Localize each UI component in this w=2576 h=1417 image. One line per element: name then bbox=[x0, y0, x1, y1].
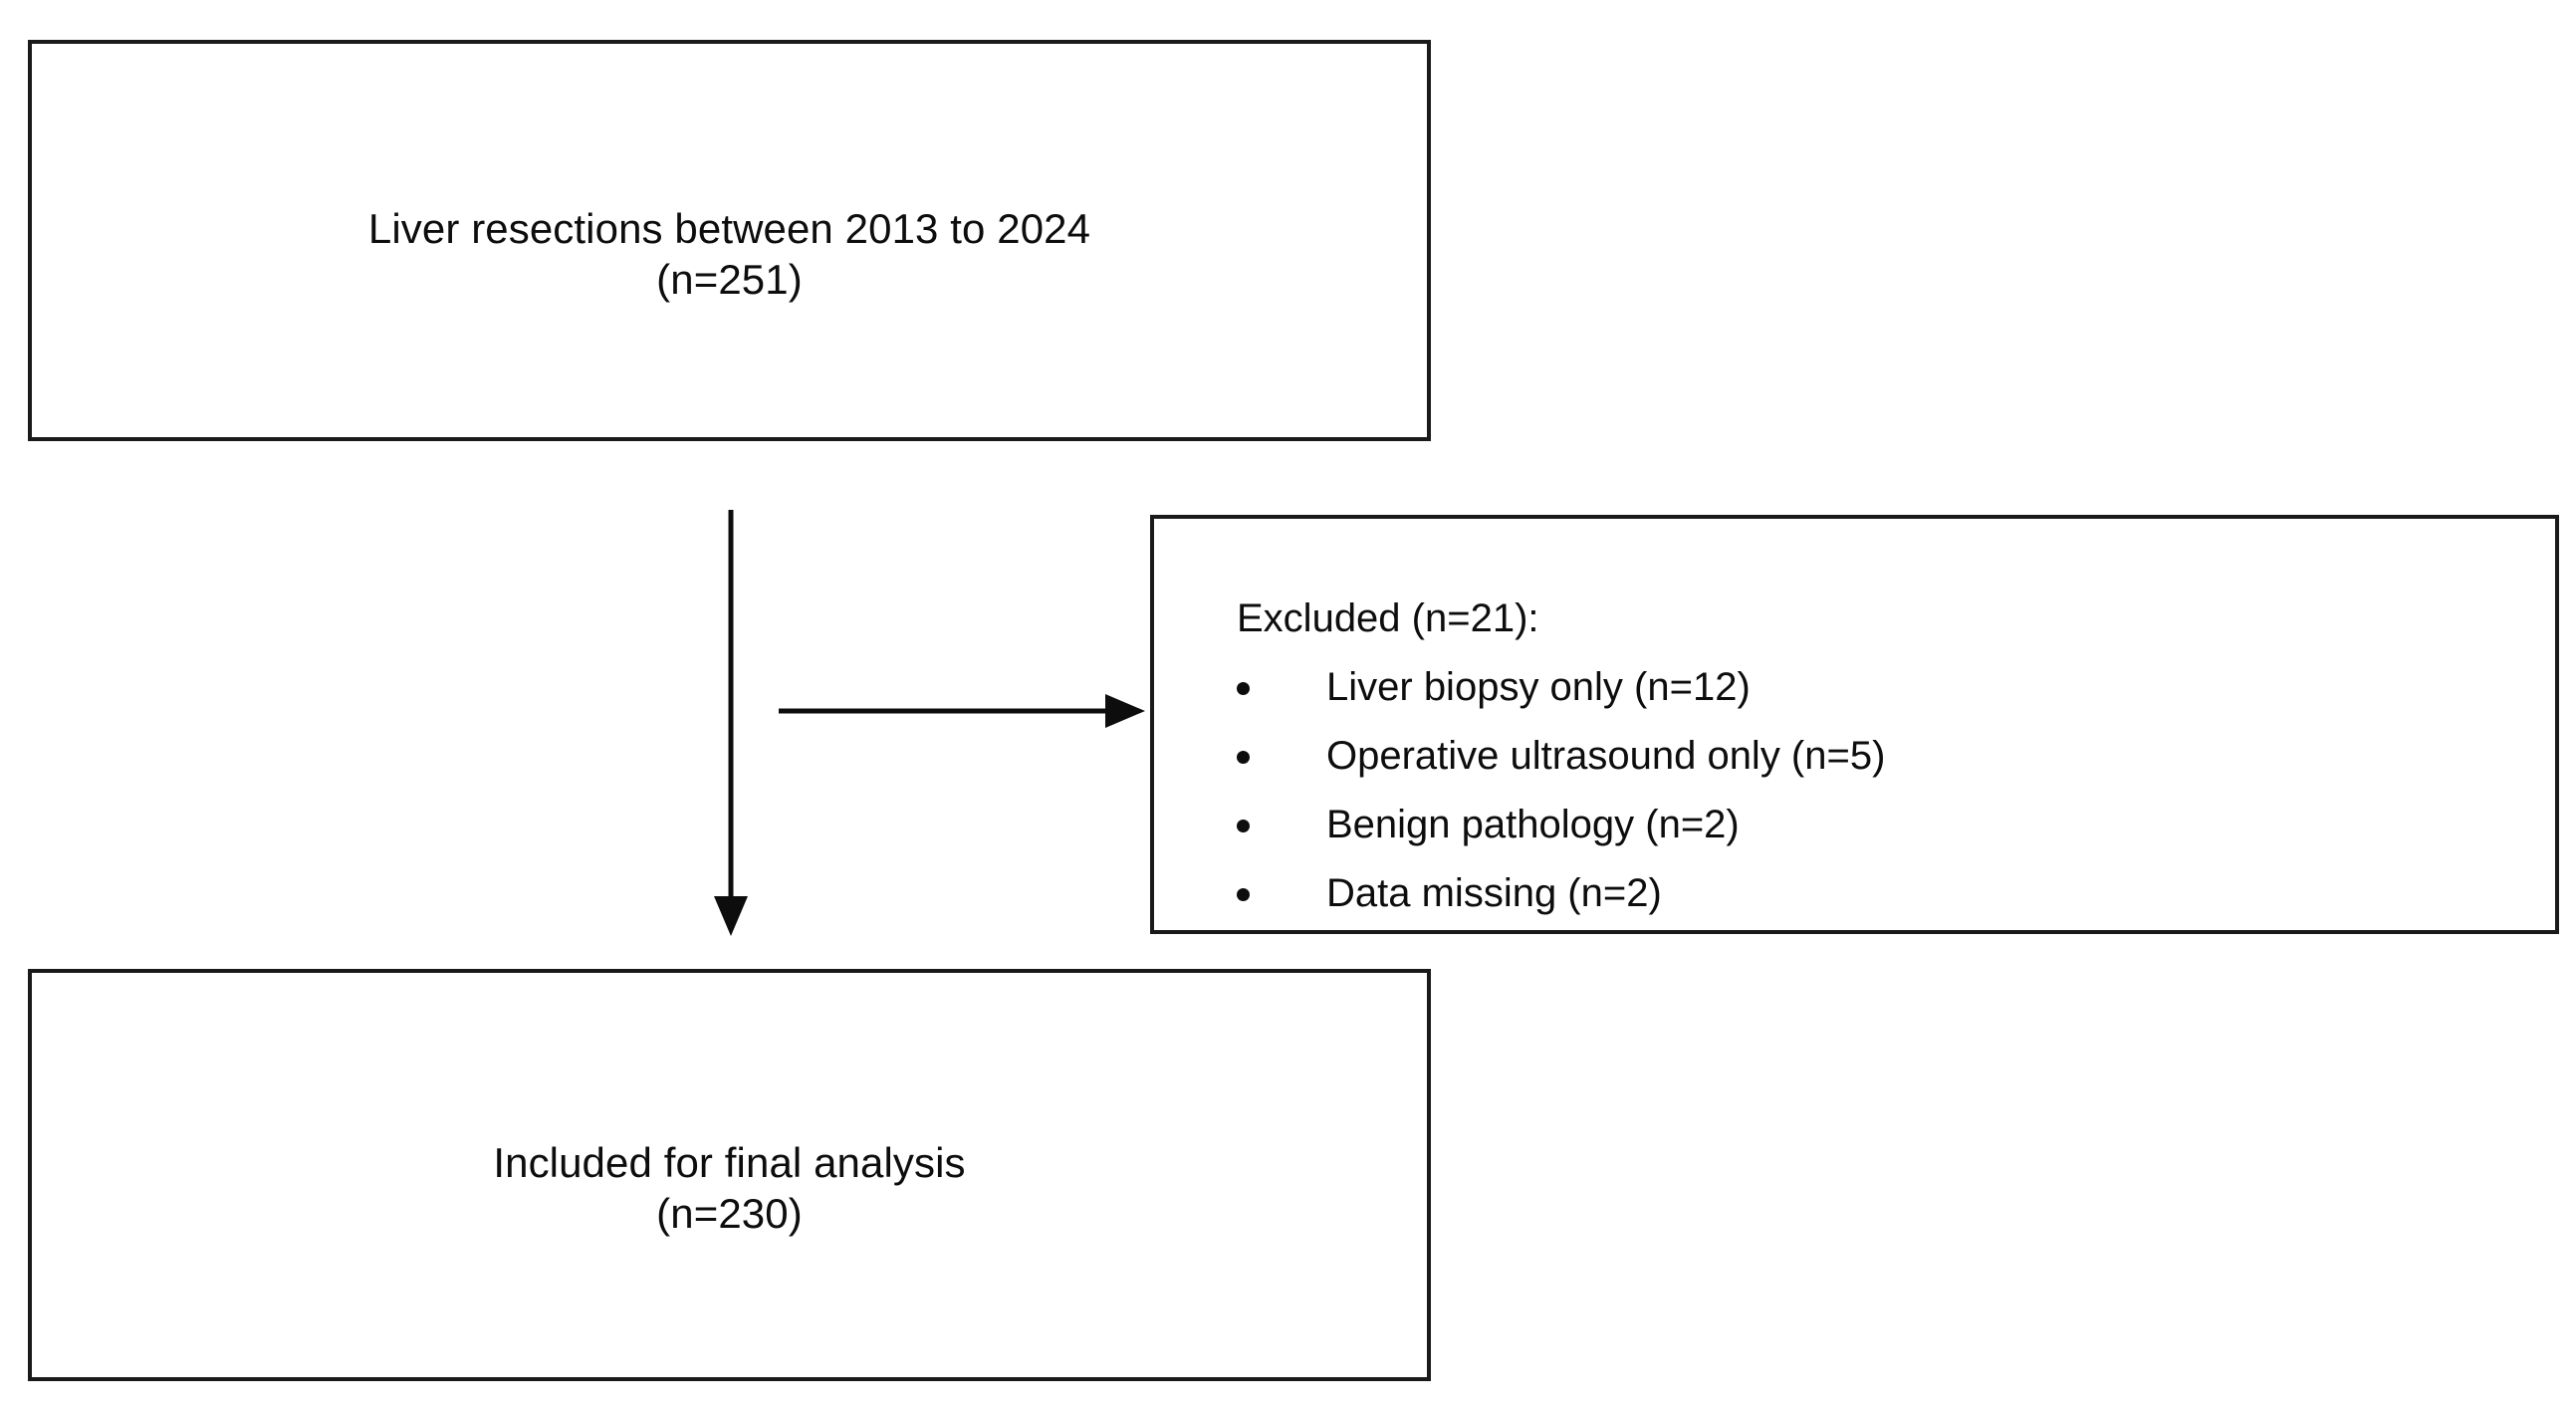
included-count: (n=230) bbox=[656, 1190, 803, 1238]
included-text: Included for final analysis (n=230) bbox=[32, 1137, 1427, 1239]
list-item: Data missing (n=2) bbox=[1237, 872, 2535, 914]
bullet-icon bbox=[1237, 682, 1250, 695]
list-item: Benign pathology (n=2) bbox=[1237, 804, 2535, 845]
cohort-label: Liver resections between 2013 to 2024 bbox=[367, 205, 1091, 252]
list-item-label: Data missing (n=2) bbox=[1326, 871, 1662, 915]
list-item: Operative ultrasound only (n=5) bbox=[1237, 735, 2535, 777]
excluded-box: Excluded (n=21): Liver biopsy only (n=12… bbox=[1150, 515, 2559, 934]
included-box: Included for final analysis (n=230) bbox=[28, 969, 1431, 1381]
list-item-label: Benign pathology (n=2) bbox=[1326, 803, 1740, 846]
cohort-count: (n=251) bbox=[656, 256, 803, 304]
bullet-icon bbox=[1237, 751, 1250, 764]
list-item-label: Operative ultrasound only (n=5) bbox=[1326, 734, 1886, 778]
arrow-down-icon bbox=[714, 510, 748, 936]
bullet-icon bbox=[1237, 820, 1250, 832]
list-item-label: Liver biopsy only (n=12) bbox=[1326, 665, 1751, 709]
excluded-heading: Excluded (n=21): bbox=[1237, 596, 1539, 640]
excluded-content: Excluded (n=21): Liver biopsy only (n=12… bbox=[1237, 598, 2535, 914]
included-label: Included for final analysis bbox=[493, 1139, 966, 1186]
list-item: Liver biopsy only (n=12) bbox=[1237, 666, 2535, 708]
arrow-right-icon bbox=[779, 694, 1145, 728]
cohort-text: Liver resections between 2013 to 2024 (n… bbox=[32, 203, 1427, 305]
bullet-icon bbox=[1237, 888, 1250, 901]
cohort-box: Liver resections between 2013 to 2024 (n… bbox=[28, 40, 1431, 441]
excluded-reason-list: Liver biopsy only (n=12) Operative ultra… bbox=[1237, 666, 2535, 914]
